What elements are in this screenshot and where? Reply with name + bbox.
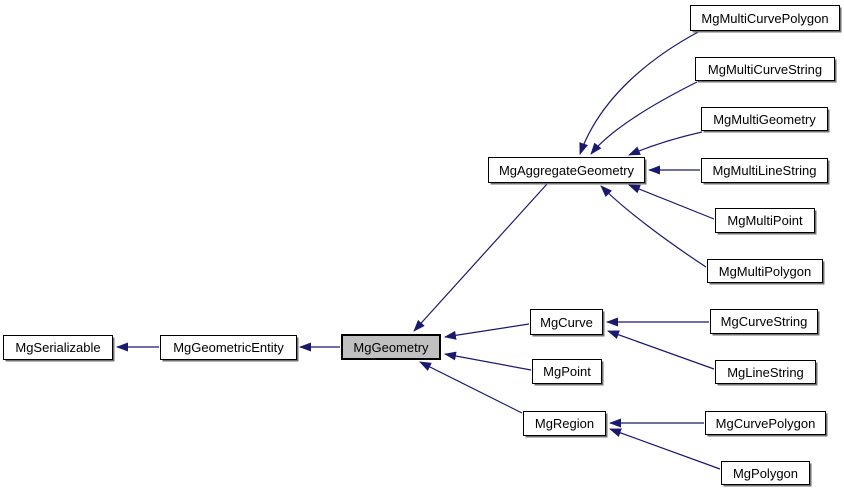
class-node-label: MgMultiPoint <box>727 213 803 228</box>
class-node-label: MgLineString <box>727 364 804 380</box>
class-node-label: MgCurveString <box>720 314 808 329</box>
inheritance-arrow-mgcurve-to-mggeometry <box>444 323 530 340</box>
class-node-mgaggregategeometry[interactable]: MgAggregateGeometry <box>488 157 645 183</box>
class-node-mgmulticurvestring[interactable]: MgMultiCurveString <box>695 57 835 81</box>
class-node-label: MgMultiLineString <box>712 163 817 178</box>
class-node-label: MgGeometricEntity <box>173 340 284 355</box>
inheritance-arrow-mgmultigeometry-to-mgaggregategeometry <box>628 131 703 156</box>
class-node-mgregion[interactable]: MgRegion <box>523 411 606 436</box>
class-node-mggeometricentity[interactable]: MgGeometricEntity <box>160 335 297 360</box>
class-node-mgserializable[interactable]: MgSerializable <box>3 335 113 360</box>
class-node-label: MgSerializable <box>15 340 101 355</box>
inheritance-arrow-mgaggregategeometry-to-mggeometry <box>413 183 548 332</box>
class-node-label: MgMultiCurveString <box>707 61 823 77</box>
inheritance-arrow-mgmulticurvepolygon-to-mgaggregategeometry <box>579 30 701 155</box>
class-node-mgmulticurvepolygon[interactable]: MgMultiCurvePolygon <box>690 5 840 31</box>
class-node-label: MgCurvePolygon <box>715 415 816 431</box>
inheritance-arrow-mgregion-to-mggeometry <box>419 361 523 414</box>
class-node-mgpoint[interactable]: MgPoint <box>532 359 602 384</box>
class-node-mgcurvestring[interactable]: MgCurveString <box>710 309 818 334</box>
class-node-label: MgMultiPolygon <box>718 263 812 279</box>
class-node-mglinestring[interactable]: MgLineString <box>715 360 816 384</box>
class-node-label: MgPolygon <box>732 465 799 481</box>
class-node-label: MgAggregateGeometry <box>498 162 635 178</box>
class-node-label: MgMultiGeometry <box>713 111 816 127</box>
class-node-label: MgRegion <box>534 416 595 431</box>
class-node-mgmultipolygon[interactable]: MgMultiPolygon <box>707 259 823 283</box>
inheritance-arrow-mgmultipolygon-to-mgaggregategeometry <box>600 185 707 268</box>
class-node-mgcurvepolygon[interactable]: MgCurvePolygon <box>705 411 826 435</box>
inheritance-arrow-mgmulticurvestring-to-mgaggregategeometry <box>590 81 698 155</box>
class-node-mgcurve[interactable]: MgCurve <box>530 309 603 335</box>
class-node-label: MgGeometry <box>353 339 429 355</box>
class-node-mggeometry: MgGeometry <box>341 334 441 360</box>
inheritance-arrow-mglinestring-to-mgcurve <box>607 330 715 370</box>
class-node-label: MgPoint <box>543 364 591 379</box>
class-node-label: MgCurve <box>540 314 593 330</box>
class-node-mgmultilinestring[interactable]: MgMultiLineString <box>701 158 828 183</box>
class-node-label: MgMultiCurvePolygon <box>701 10 829 26</box>
inheritance-arrow-mgpolygon-to-mgregion <box>609 428 721 470</box>
class-node-mgmultigeometry[interactable]: MgMultiGeometry <box>701 107 828 131</box>
inheritance-arrow-mgpoint-to-mggeometry <box>444 351 532 371</box>
inheritance-arrow-mgmultipoint-to-mgaggregategeometry <box>628 184 715 220</box>
class-node-mgpolygon[interactable]: MgPolygon <box>721 461 810 485</box>
class-node-mgmultipoint[interactable]: MgMultiPoint <box>715 208 815 233</box>
